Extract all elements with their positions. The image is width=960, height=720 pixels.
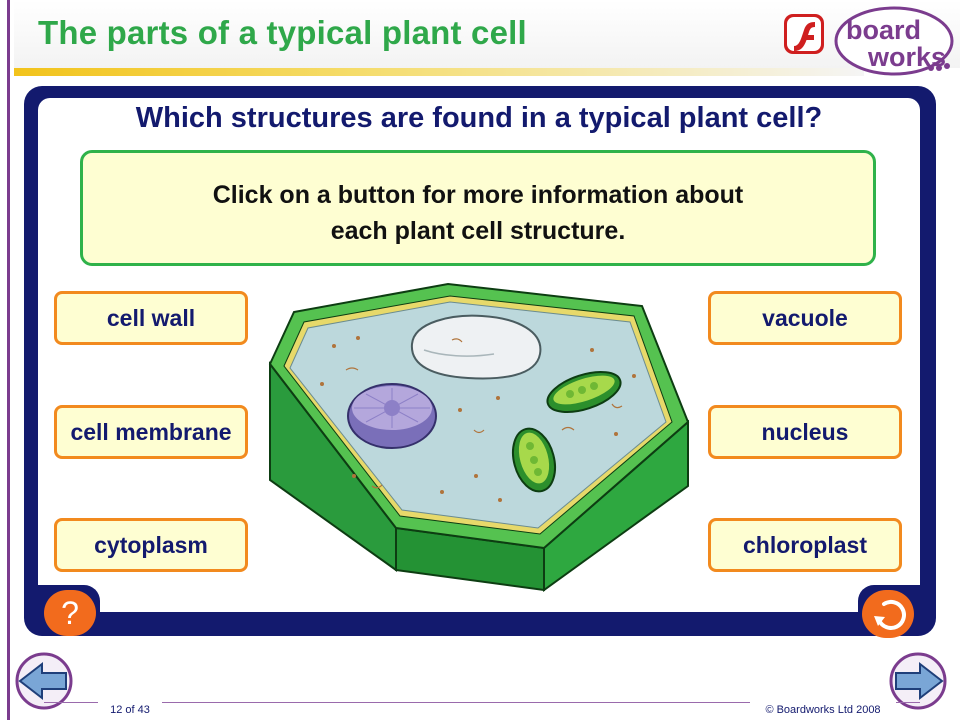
cytoplasm-fill bbox=[289, 301, 667, 529]
left-border-rule bbox=[7, 0, 10, 720]
arrow-left-icon bbox=[18, 661, 67, 701]
title-underline bbox=[14, 68, 864, 76]
copyright-text: © Boardworks Ltd 2008 bbox=[750, 702, 896, 718]
boardworks-logo: board works bbox=[834, 6, 954, 76]
nucleus-button[interactable]: nucleus bbox=[708, 405, 902, 459]
reset-button[interactable] bbox=[862, 590, 914, 638]
reset-arrow-icon bbox=[874, 600, 906, 630]
instruction-line-1: Click on a button for more information a… bbox=[212, 181, 744, 209]
help-button[interactable]: ? bbox=[44, 590, 96, 636]
footer-divider bbox=[44, 702, 920, 703]
question-heading: Which structures are found in a typical … bbox=[135, 102, 823, 134]
instruction-text: Click on a button for more information a… bbox=[83, 177, 873, 249]
svg-text:works: works bbox=[867, 42, 946, 72]
chloroplast-button[interactable]: chloroplast bbox=[708, 518, 902, 572]
plant-cell-illustration bbox=[268, 282, 690, 592]
next-slide-button[interactable] bbox=[886, 652, 950, 710]
vacuole-button[interactable]: vacuole bbox=[708, 291, 902, 345]
instruction-box: Click on a button for more information a… bbox=[80, 150, 876, 266]
instruction-line-2: each plant cell structure. bbox=[330, 217, 626, 245]
slide-number: 12 of 43 bbox=[98, 702, 162, 718]
cell-membrane-button[interactable]: cell membrane bbox=[54, 405, 248, 459]
chloroplast-1 bbox=[546, 371, 622, 413]
cytoplasm-button[interactable]: cytoplasm bbox=[54, 518, 248, 572]
chloroplast-2 bbox=[511, 427, 557, 493]
vacuole-shape bbox=[410, 314, 542, 380]
question-mark-icon: ? bbox=[61, 594, 79, 631]
cell-wall-button[interactable]: cell wall bbox=[54, 291, 248, 345]
page-title: The parts of a typical plant cell bbox=[38, 14, 527, 51]
svg-text:board: board bbox=[846, 15, 921, 45]
arrow-right-icon bbox=[895, 661, 944, 701]
flash-logo-icon bbox=[784, 14, 824, 54]
previous-slide-button[interactable] bbox=[12, 652, 76, 710]
